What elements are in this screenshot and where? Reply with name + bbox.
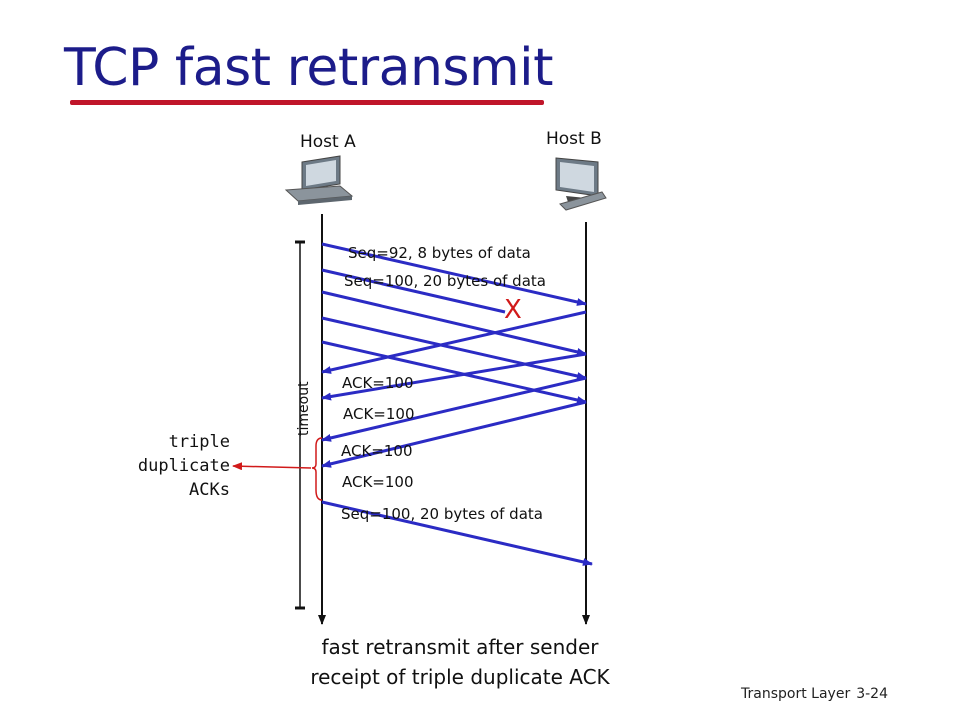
ack-3-label: ACK=100 xyxy=(341,442,413,460)
segment-4-arrow xyxy=(321,316,587,380)
seq92-segment-arrow xyxy=(321,242,587,306)
ack-3-arrow xyxy=(321,376,587,442)
segment-5-arrow xyxy=(321,340,587,404)
host-a-label: Host A xyxy=(300,132,356,152)
timeout-label: timeout xyxy=(296,381,312,436)
seq100-lost-segment-arrow xyxy=(321,268,506,314)
footer-text: Transport Layer xyxy=(741,686,851,702)
seq100-label: Seq=100, 20 bytes of data xyxy=(344,272,546,290)
retransmit-segment-arrow xyxy=(321,500,593,566)
page-title: TCP fast retransmit xyxy=(64,38,554,98)
triple-dup-line-1: triple xyxy=(168,432,230,452)
segment-3-arrow xyxy=(321,290,587,356)
caption-line-2: receipt of triple duplicate ACK xyxy=(310,665,610,689)
ack-2-label: ACK=100 xyxy=(343,405,415,423)
triple-dup-bracket xyxy=(311,437,323,501)
triple-duplicate-acks-label: triple duplicate ACKs xyxy=(120,430,230,502)
host-b-computer-icon xyxy=(555,157,607,211)
ack-2-arrow xyxy=(321,352,587,401)
host-b-label: Host B xyxy=(546,129,602,149)
title-underline xyxy=(70,100,544,105)
retransmit-label: Seq=100, 20 bytes of data xyxy=(341,505,543,523)
ack-1-label: ACK=100 xyxy=(342,374,414,392)
seq92-label: Seq=92, 8 bytes of data xyxy=(348,244,531,262)
lost-segment-mark: X xyxy=(504,295,522,325)
triple-dup-pointer-arrow xyxy=(232,462,312,471)
triple-dup-line-2: duplicate xyxy=(137,456,230,476)
ack-4-arrow xyxy=(321,400,587,468)
ack-1-arrow xyxy=(321,310,587,374)
caption-line-1: fast retransmit after sender xyxy=(321,635,599,659)
caption: fast retransmit after sender receipt of … xyxy=(280,632,640,692)
host-a-computer-icon xyxy=(284,155,354,205)
page-number: 3-24 xyxy=(856,686,888,702)
triple-dup-line-3: ACKs xyxy=(189,480,230,500)
ack-4-label: ACK=100 xyxy=(342,473,414,491)
slide-footer: Transport Layer 3-24 xyxy=(741,686,888,702)
